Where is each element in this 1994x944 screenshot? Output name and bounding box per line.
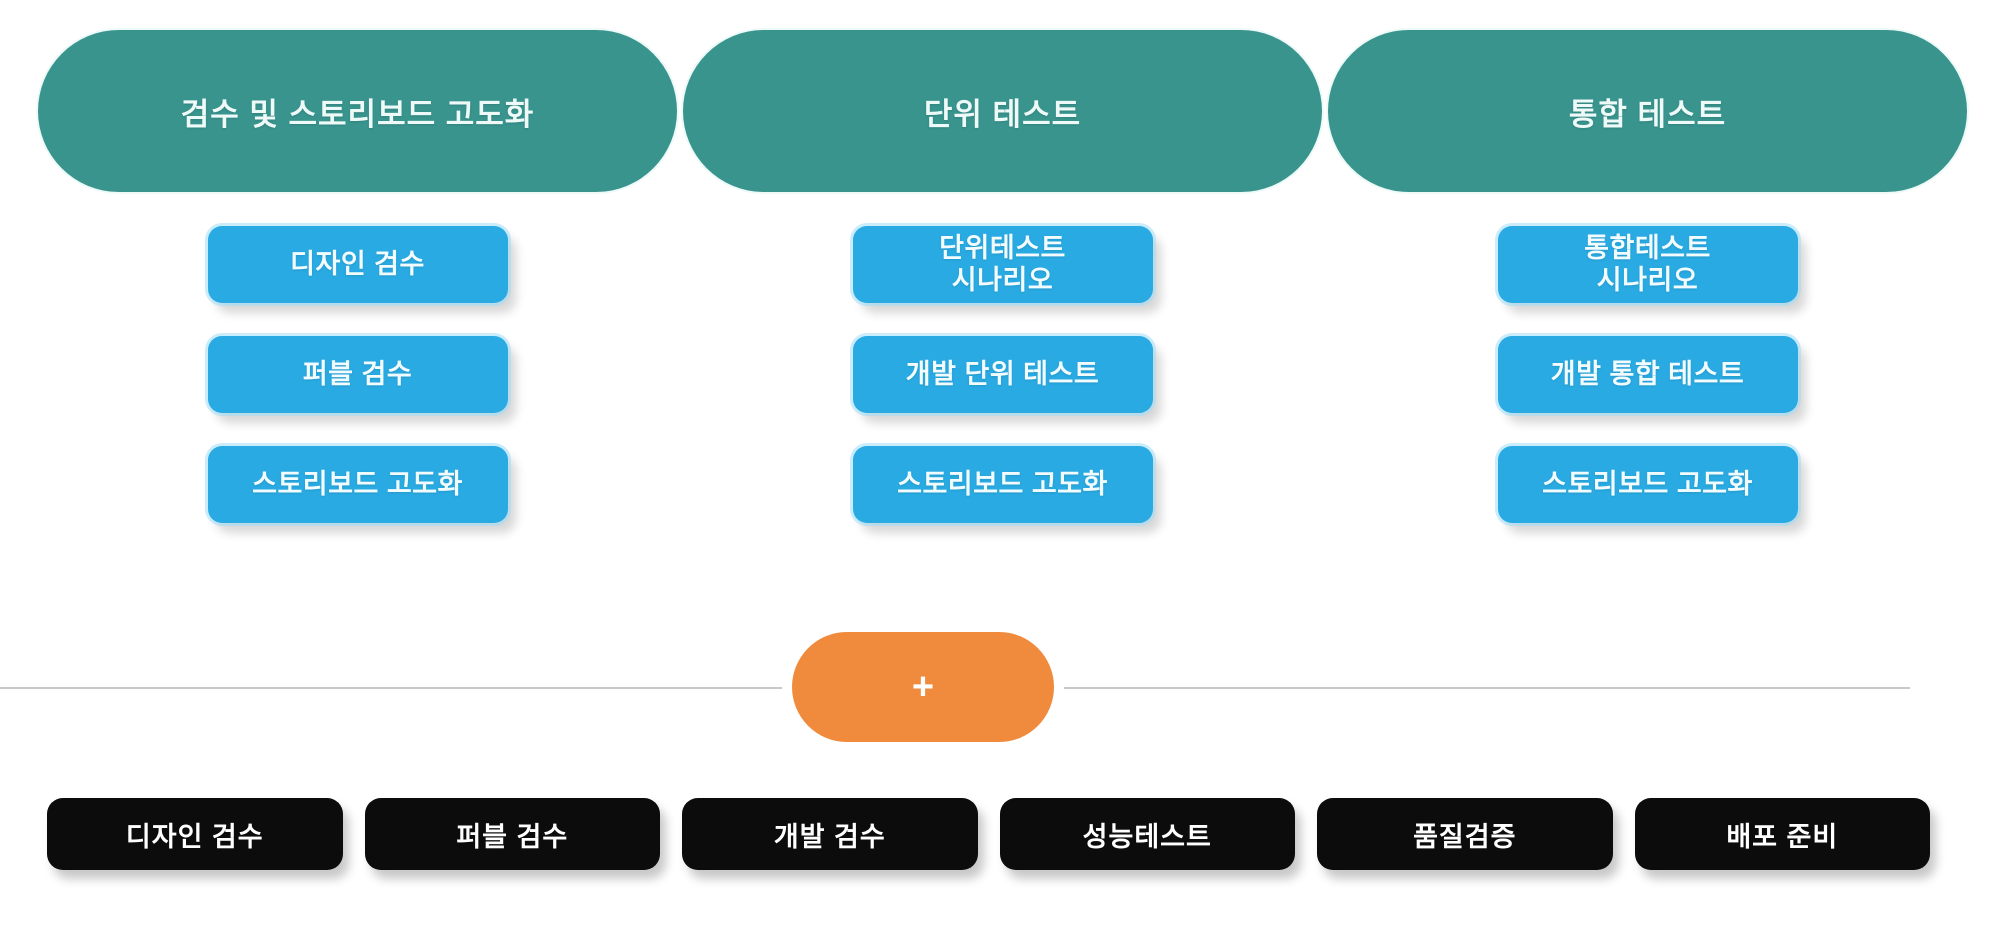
stage-button[interactable]: 품질검증 bbox=[1317, 798, 1613, 870]
task-button[interactable]: 디자인 검수 bbox=[207, 226, 508, 303]
phase-column-inspection-storyboard: 검수 및 스토리보드 고도화 디자인 검수 퍼블 검수 스토리보드 고도화 bbox=[38, 30, 677, 523]
process-board: 검수 및 스토리보드 고도화 디자인 검수 퍼블 검수 스토리보드 고도화 단위… bbox=[0, 30, 1994, 944]
task-button[interactable]: 스토리보드 고도화 bbox=[207, 446, 508, 523]
task-button[interactable]: 개발 단위 테스트 bbox=[852, 336, 1153, 413]
phase-title: 검수 및 스토리보드 고도화 bbox=[180, 96, 535, 132]
task-button[interactable]: 스토리보드 고도화 bbox=[852, 446, 1153, 523]
task-button[interactable]: 스토리보드 고도화 bbox=[1497, 446, 1798, 523]
phase-columns: 검수 및 스토리보드 고도화 디자인 검수 퍼블 검수 스토리보드 고도화 단위… bbox=[38, 30, 1967, 523]
task-button[interactable]: 통합테스트 시나리오 bbox=[1497, 226, 1798, 303]
phase-title: 단위 테스트 bbox=[923, 96, 1082, 132]
task-list: 통합테스트 시나리오 개발 통합 테스트 스토리보드 고도화 bbox=[1497, 192, 1798, 523]
phase-header[interactable]: 통합 테스트 bbox=[1328, 30, 1967, 192]
task-list: 단위테스트 시나리오 개발 단위 테스트 스토리보드 고도화 bbox=[852, 192, 1153, 523]
task-button[interactable]: 퍼블 검수 bbox=[207, 336, 508, 413]
task-list: 디자인 검수 퍼블 검수 스토리보드 고도화 bbox=[207, 192, 508, 523]
add-button[interactable]: + bbox=[792, 632, 1054, 742]
phase-header[interactable]: 단위 테스트 bbox=[683, 30, 1322, 192]
divider-section: + bbox=[0, 632, 1994, 742]
phase-column-unit-test: 단위 테스트 단위테스트 시나리오 개발 단위 테스트 스토리보드 고도화 bbox=[683, 30, 1322, 523]
stage-button[interactable]: 성능테스트 bbox=[999, 798, 1295, 870]
stage-button[interactable]: 퍼블 검수 bbox=[364, 798, 660, 870]
phase-header[interactable]: 검수 및 스토리보드 고도화 bbox=[38, 30, 677, 192]
stage-row: 디자인 검수 퍼블 검수 개발 검수 성능테스트 품질검증 배포 준비 bbox=[47, 798, 1930, 870]
stage-button[interactable]: 디자인 검수 bbox=[47, 798, 343, 870]
stage-button[interactable]: 배포 준비 bbox=[1634, 798, 1930, 870]
stage-button[interactable]: 개발 검수 bbox=[682, 798, 978, 870]
phase-title: 통합 테스트 bbox=[1568, 96, 1727, 132]
task-button[interactable]: 개발 통합 테스트 bbox=[1497, 336, 1798, 413]
task-button[interactable]: 단위테스트 시나리오 bbox=[852, 226, 1153, 303]
phase-column-integration-test: 통합 테스트 통합테스트 시나리오 개발 통합 테스트 스토리보드 고도화 bbox=[1328, 30, 1967, 523]
plus-icon: + bbox=[911, 666, 935, 708]
